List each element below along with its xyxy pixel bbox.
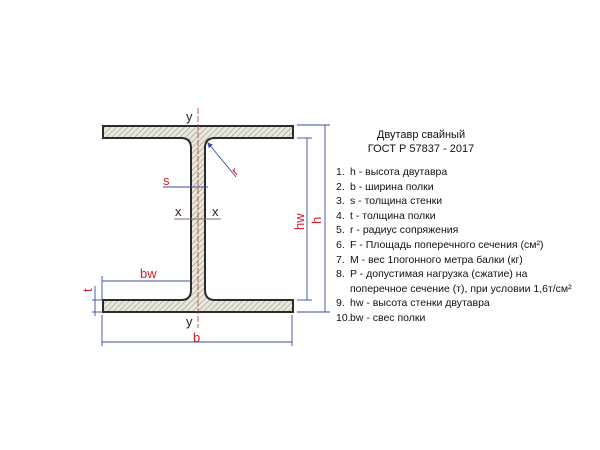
item-number: 8. — [336, 268, 345, 281]
item-number: 3. — [336, 195, 345, 208]
legend-title-line-1: Двутавр свайный — [376, 129, 466, 141]
item-number: 1. — [336, 166, 345, 178]
list-item: 9. hw - высота стенки двутавра — [336, 296, 586, 311]
item-text: b - ширина полки — [350, 180, 434, 193]
list-item: 5. r - радиус сопряжения — [336, 223, 586, 238]
item-number: 9. — [336, 297, 345, 310]
list-item: 1. h - высота двутавра — [336, 165, 586, 180]
item-text: P - допустимая нагрузка (сжатие) на — [350, 268, 528, 281]
item-number: 2. — [336, 180, 345, 193]
t-label: t — [80, 288, 95, 292]
list-item: 7. M - вес 1погонного метра балки (кг) — [336, 253, 586, 268]
s-label: s — [163, 173, 170, 188]
b-label: b — [193, 330, 200, 345]
legend-title: Двутавр свайный ГОСТ Р 57837 - 2017 — [336, 128, 506, 156]
list-item: 8. P - допустимая нагрузка (сжатие) на — [336, 267, 586, 282]
item-number: 4. — [336, 209, 345, 222]
h-label: h — [309, 217, 324, 224]
list-item: 2. b - ширина полки — [336, 180, 586, 195]
bw-label: bw — [140, 266, 157, 281]
item-text: s - толщина стенки — [350, 195, 443, 208]
item-text: M - вес 1погонного метра балки (кг) — [350, 253, 523, 266]
item-text: r - радиус сопряжения — [350, 224, 459, 237]
list-item: 4. t - толщина полки — [336, 209, 586, 224]
dimension-lines — [92, 124, 330, 346]
item-number: 5. — [336, 224, 345, 237]
item-number: 10. — [336, 311, 351, 324]
item-number: 7. — [336, 253, 345, 266]
hw-label: hw — [292, 213, 307, 230]
x-axis-label-right: x — [212, 204, 219, 219]
item-text: F - Площадь поперечного сечения (см²) — [350, 238, 544, 251]
r-label: r — [228, 164, 241, 179]
list-item: 6. F - Площадь поперечного сечения (см²) — [336, 238, 586, 253]
y-axis-label-bottom: y — [186, 314, 193, 329]
y-axis-label-top: y — [186, 109, 193, 124]
item-number: 6. — [336, 238, 345, 251]
item-text: h - высота двутавра — [350, 166, 448, 178]
legend: Двутавр свайный ГОСТ Р 57837 - 2017 1. h … — [336, 128, 586, 326]
item-text: hw - высота стенки двутавра — [350, 297, 490, 310]
x-axis-label-left: x — [175, 204, 182, 219]
item-text: t - толщина полки — [350, 209, 436, 222]
item-text-continuation: поперечное сечение (т), при условии 1,6т… — [350, 282, 572, 295]
legend-title-line-2: ГОСТ Р 57837 - 2017 — [367, 143, 475, 155]
list-item: 10.bw - свес полки — [336, 311, 586, 326]
list-item: 3. s - толщина стенки — [336, 194, 586, 209]
item-text: bw - свес полки — [350, 311, 426, 324]
